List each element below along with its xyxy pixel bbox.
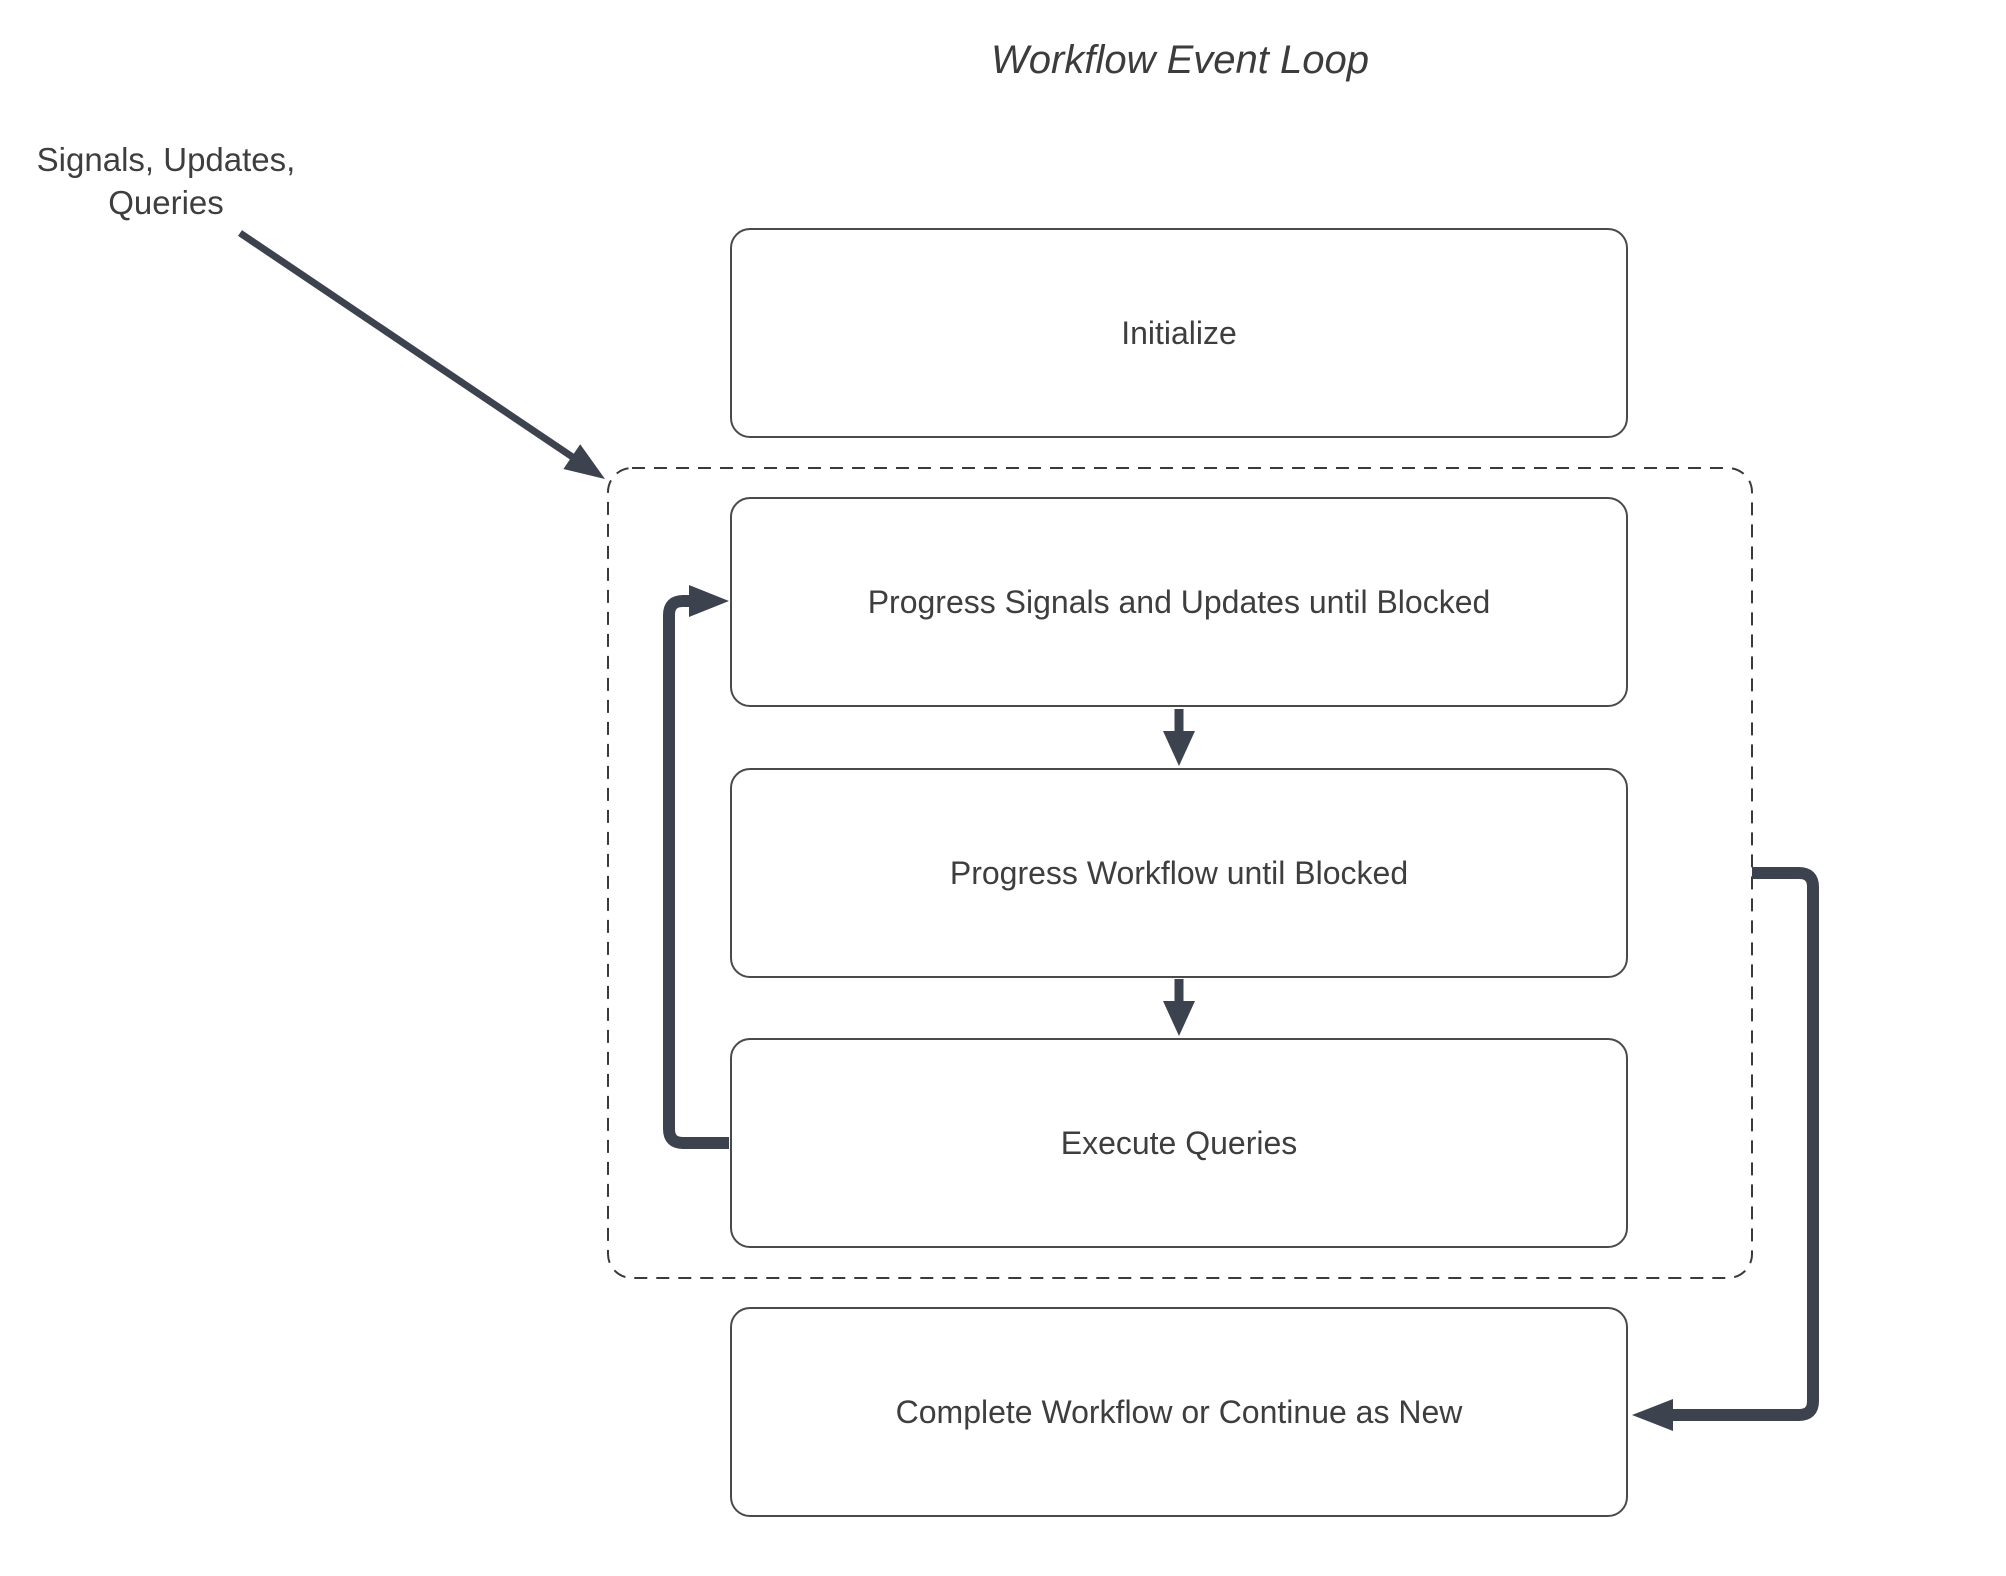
queries-loopback-arrow: [663, 585, 729, 1149]
signals-to-workflow-arrow: [1163, 709, 1195, 766]
node-progress-signals-and-updates: Progress Signals and Updates until Block…: [730, 497, 1628, 707]
workflow-to-queries-arrow: [1163, 979, 1195, 1036]
external-input-arrow: [238, 230, 605, 479]
external-input-arrowhead-icon: [563, 444, 605, 479]
external-input-arrow-shaft: [238, 230, 576, 461]
workflow-to-queries-arrowhead-icon: [1163, 1001, 1195, 1036]
diagram-title: Workflow Event Loop: [991, 38, 1369, 82]
node-complete-workflow: Complete Workflow or Continue as New: [730, 1307, 1628, 1517]
external-input-label-line2: Queries: [108, 184, 224, 221]
node-initialize: Initialize: [730, 228, 1628, 438]
loop-exit-arrow: [1632, 867, 1819, 1431]
node-execute-queries: Execute Queries: [730, 1038, 1628, 1248]
node-initialize-label: Initialize: [1121, 314, 1237, 351]
node-progress-workflow-label: Progress Workflow until Blocked: [949, 854, 1409, 891]
external-input-label-line1: Signals, Updates,: [36, 141, 296, 178]
queries-loopback-arrow-shaft: [663, 595, 729, 1149]
node-progress-signals-label: Progress Signals and Updates until Block…: [867, 583, 1491, 620]
queries-loopback-arrowhead-icon: [689, 585, 729, 617]
node-complete-workflow-label: Complete Workflow or Continue as New: [895, 1393, 1463, 1430]
node-progress-workflow: Progress Workflow until Blocked: [730, 768, 1628, 978]
loop-exit-arrow-shaft: [1672, 867, 1819, 1421]
loop-exit-arrowhead-icon: [1632, 1399, 1673, 1431]
node-execute-queries-label: Execute Queries: [1060, 1124, 1298, 1161]
external-input-label: Signals, Updates, Queries: [18, 138, 314, 224]
signals-to-workflow-arrowhead-icon: [1163, 731, 1195, 766]
